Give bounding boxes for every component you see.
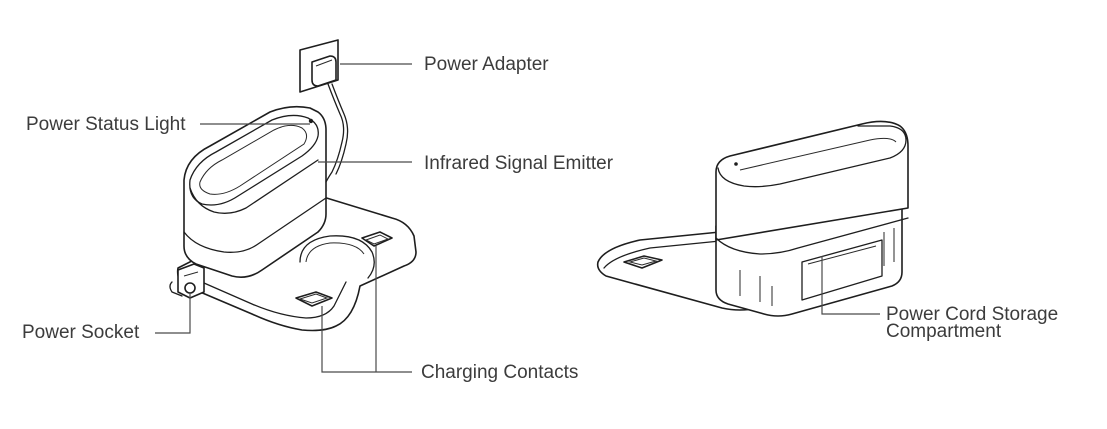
dock-wheel-cutout bbox=[299, 235, 375, 279]
label-power-status-light: Power Status Light bbox=[26, 114, 186, 135]
charging-contact-front bbox=[295, 291, 333, 307]
leader-charging-contacts-front bbox=[321, 306, 412, 373]
rear-dock-tower bbox=[715, 120, 909, 241]
dock-rear-view bbox=[596, 120, 909, 317]
dock-tower-front-panel bbox=[189, 159, 319, 214]
rear-charging-contact bbox=[623, 255, 663, 269]
leader-power-socket bbox=[155, 292, 191, 334]
cord-storage-door bbox=[801, 239, 883, 301]
power-adapter-illustration bbox=[299, 39, 339, 93]
power-socket-plug bbox=[169, 263, 205, 299]
label-charging-contacts: Charging Contacts bbox=[421, 362, 579, 383]
charging-contact-right bbox=[361, 231, 393, 247]
dock-front-view bbox=[169, 39, 417, 332]
leader-lines bbox=[155, 63, 880, 373]
status-light-dot bbox=[308, 118, 314, 124]
power-cord bbox=[325, 83, 345, 183]
dock-tower-top bbox=[189, 114, 319, 206]
leader-cord-storage bbox=[821, 256, 880, 315]
rear-dock-housing bbox=[715, 207, 903, 317]
label-power-cord-storage-line2: Compartment bbox=[886, 321, 1002, 342]
rear-dock-tower-top bbox=[717, 125, 907, 188]
label-power-cord-storage-line1: Power Cord Storage bbox=[886, 304, 1059, 325]
label-power-cord-storage: Power Cord Storage Compartment bbox=[886, 304, 1059, 342]
dock-base-inner-edge bbox=[187, 275, 347, 319]
label-power-adapter: Power Adapter bbox=[424, 54, 549, 75]
label-infrared-signal-emitter: Infrared Signal Emitter bbox=[424, 153, 614, 174]
adapter-body bbox=[311, 55, 337, 87]
label-power-socket: Power Socket bbox=[22, 322, 140, 343]
